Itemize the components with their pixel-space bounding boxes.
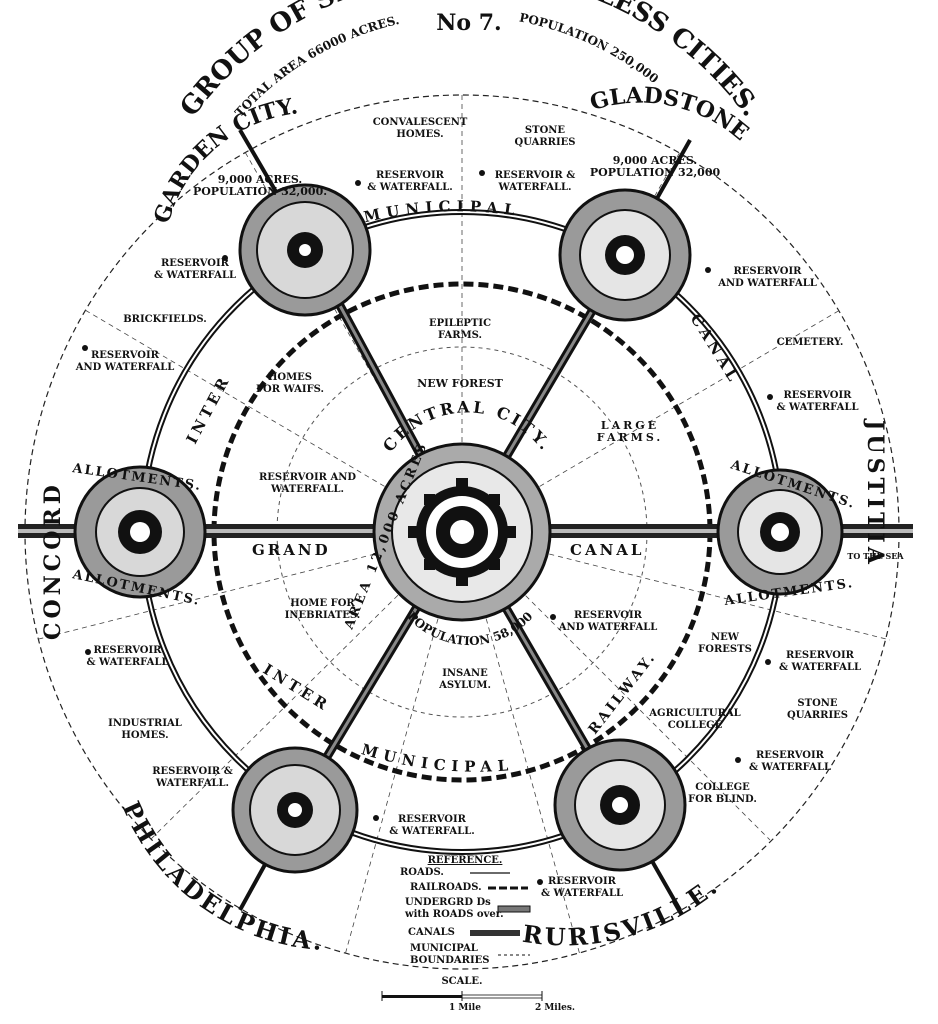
reservoir-top-left-label: RESERVOIR & WATERFALL.	[367, 170, 453, 193]
philadelphia-wheel	[231, 746, 359, 874]
canal-mid-label: CANAL	[570, 541, 644, 559]
home-for-inebriates-label: HOME FOR INEBRIATES.	[284, 598, 361, 621]
grand-label: GRAND	[252, 541, 331, 559]
gladstone-stats: 9,000 ACRES. POPULATION 32,000	[585, 155, 725, 179]
brickfields-label: BRICKFIELDS.	[123, 314, 207, 325]
new-forest-label: NEW FOREST	[417, 377, 503, 390]
reservoir-left-lower-label: RESERVOIR & WATERFALL	[86, 645, 169, 668]
reference-canals: CANALS	[408, 927, 455, 938]
reservoir-bottom-right-label: RESERVOIR & WATERFALL	[540, 876, 624, 899]
reservoir-right-mid-label: RESERVOIR & WATERFALL	[776, 390, 859, 413]
stone-quarries-right-label: STONE QUARRIES	[786, 698, 849, 721]
reservoir-right-lower-label: RESERVOIR & WATERFALL	[778, 650, 862, 673]
reference-marks	[470, 872, 531, 956]
homes-for-waifs-label: HOMES FOR WAIFS.	[255, 372, 325, 395]
reference-municipal-boundaries: MUNICIPAL BOUNDARIES	[410, 943, 490, 966]
reservoir-right-upper-label: RESERVOIR AND WATERFALL	[718, 266, 817, 289]
scale-heading: SCALE.	[441, 976, 483, 987]
reservoir-right-bottom-label: RESERVOIR & WATERFALL	[748, 750, 832, 773]
new-forests-label: NEW FORESTS	[698, 632, 752, 655]
cemetery-label: CEMETERY.	[776, 337, 844, 348]
reference-underground: UNDERGRD Ds with ROADS over.	[405, 897, 504, 920]
garden-city-stats: 9,000 ACRES. POPULATION 32,000.	[190, 174, 330, 198]
justitia-wheel	[716, 468, 844, 596]
gladstone-wheel	[558, 188, 692, 322]
concord-name: CONCORD	[40, 481, 66, 640]
inter-left-label: INTER	[183, 372, 234, 447]
college-for-blind-label: COLLEGE FOR BLIND.	[688, 782, 757, 805]
garden-city-wheel	[238, 183, 372, 317]
reference-railroads: RAILROADS.	[410, 882, 482, 893]
stone-quarries-top-label: STONE QUARRIES	[514, 125, 576, 148]
agricultural-college-label: AGRICULTURAL COLLEGE	[649, 708, 741, 731]
scale-two-miles: 2 Miles.	[534, 1003, 576, 1013]
canal-right-label: CANAL	[687, 311, 744, 388]
convalescent-homes-label: CONVALESCENT HOMES.	[372, 117, 468, 140]
gladstone-population: POPULATION 32,000	[589, 166, 721, 179]
central-city-wheel	[372, 442, 552, 622]
gladstone-area: 9,000 ACRES.	[612, 154, 698, 167]
reference-heading: REFERENCE.	[427, 855, 503, 866]
reservoir-bottom-left-label: RESERVOIR & WATERFALL.	[152, 766, 233, 789]
rurisville-wheel	[553, 738, 687, 872]
reservoir-inner-right-label: RESERVOIR AND WATERFALL	[558, 610, 658, 633]
reservoir-inner-left-label: RESERVOIR AND WATERFALL.	[258, 472, 357, 495]
epileptic-farms-label: EPILEPTIC FARMS.	[428, 318, 492, 341]
scale-bar	[381, 991, 543, 1001]
to-the-sea-label: TO THE SEA	[847, 551, 904, 561]
municipal-bottom-label: MUNICIPAL	[359, 740, 514, 776]
large-farms-label: LARGE FARMS.	[596, 419, 664, 444]
reservoir-left-upper-label: RESERVOIR & WATERFALL	[153, 258, 237, 281]
justitia-name: JUSTITIA	[862, 418, 888, 568]
reservoir-top-right-label: RESERVOIR & WATERFALL.	[494, 170, 576, 193]
garden-city-population: POPULATION 32,000.	[192, 185, 328, 198]
reservoir-left-label: RESERVOIR AND WATERFALL	[75, 350, 175, 373]
garden-city-area: 9,000 ACRES.	[217, 173, 303, 186]
concord-wheel	[73, 465, 207, 599]
insane-asylum-label: INSANE ASYLUM.	[439, 668, 491, 691]
plate-number: No 7.	[436, 10, 502, 36]
reference-roads: ROADS.	[400, 867, 444, 878]
scale-one-mile: 1 Mile	[449, 1003, 481, 1013]
municipal-top-label: MUNICIPAL	[362, 197, 522, 226]
industrial-homes-label: INDUSTRIAL HOMES.	[108, 718, 182, 741]
reservoir-bottom-center-label: RESERVOIR & WATERFALL.	[389, 814, 475, 837]
